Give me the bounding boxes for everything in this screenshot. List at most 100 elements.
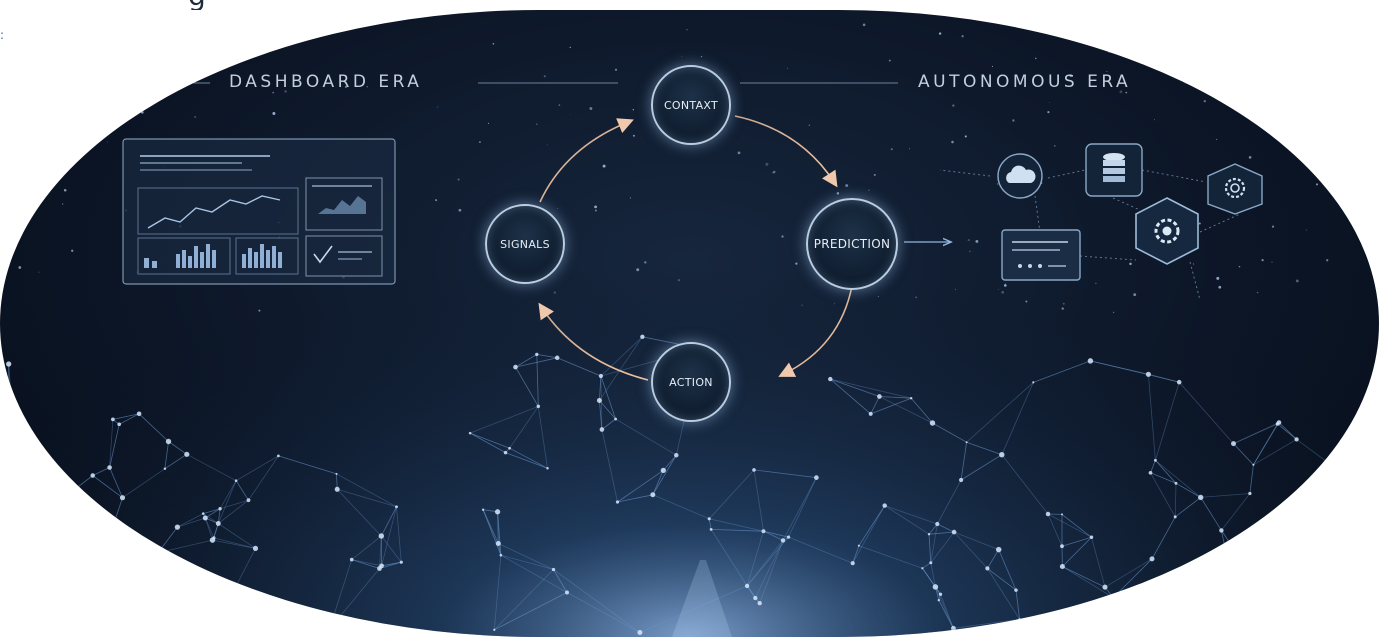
mesh-link [1282, 582, 1304, 637]
mesh-link [3, 414, 11, 450]
star [0, 58, 3, 61]
mesh-link [109, 419, 114, 468]
star [272, 91, 275, 94]
mesh-link [1175, 482, 1201, 498]
mesh-link [1227, 557, 1259, 575]
mesh-node [10, 412, 15, 417]
star [44, 70, 48, 74]
mesh-link [19, 512, 42, 522]
node-prediction: PREDICTION [806, 198, 898, 290]
mesh-link [600, 375, 603, 430]
mesh-link [42, 547, 57, 621]
mesh-link [248, 455, 279, 501]
settings-icon [1135, 197, 1199, 265]
star [1295, 279, 1299, 283]
mesh-link [1061, 536, 1092, 547]
star [594, 205, 597, 209]
mesh-link [1062, 537, 1092, 567]
mesh-link [711, 529, 764, 532]
star [964, 135, 967, 138]
star [1271, 225, 1275, 228]
mesh-node [41, 619, 45, 623]
mesh-node [929, 561, 933, 565]
mesh-link [7, 414, 13, 437]
star [786, 67, 789, 70]
mesh-node [1294, 437, 1299, 442]
mesh-link [1338, 470, 1357, 536]
mesh-link [922, 567, 936, 588]
mesh-link [497, 511, 499, 544]
mesh-link [922, 562, 932, 569]
star [140, 110, 144, 114]
mesh-node [184, 451, 190, 457]
mesh-link [746, 531, 764, 587]
mesh-link [1150, 460, 1156, 473]
star [457, 178, 460, 181]
star [1248, 156, 1252, 159]
mesh-node [995, 546, 1002, 553]
node-contaxt: CONTAXT [651, 65, 731, 145]
star [106, 141, 108, 143]
mesh-link [1151, 516, 1176, 560]
mesh-link [708, 518, 712, 530]
mesh-link [599, 400, 616, 420]
star [194, 115, 197, 118]
mesh-link [987, 568, 1020, 620]
mesh-link [351, 535, 382, 560]
mesh-link [930, 531, 955, 564]
star [1294, 137, 1297, 141]
mesh-link [336, 473, 397, 508]
mesh-link [91, 530, 112, 546]
mesh-link [8, 363, 13, 415]
star [1203, 100, 1206, 103]
mesh-link [1015, 590, 1020, 620]
mesh-link [536, 354, 558, 359]
mesh-link [50, 547, 57, 593]
mesh-link [168, 441, 188, 455]
mesh-node [1145, 371, 1151, 377]
mesh-node [6, 434, 10, 439]
mesh-node [495, 540, 501, 547]
mesh-link [599, 375, 602, 401]
star [772, 171, 774, 174]
mesh-link [1150, 472, 1176, 518]
mesh-node [494, 509, 501, 515]
node-action: ACTION [651, 342, 731, 422]
star [700, 55, 703, 58]
mesh-link [42, 572, 77, 621]
mesh-link [41, 520, 57, 549]
light-beam [672, 560, 732, 637]
mesh-link [42, 592, 52, 621]
mesh-link [1090, 360, 1149, 375]
mesh-link [177, 513, 204, 528]
mesh-link [337, 488, 397, 508]
mesh-link [599, 336, 643, 401]
mesh-node [165, 438, 172, 445]
mesh-link [928, 523, 938, 535]
mesh-link [1302, 569, 1325, 583]
mesh-link [1351, 482, 1357, 536]
mesh-node [0, 495, 6, 501]
star [1025, 300, 1028, 303]
mesh-link [617, 470, 664, 503]
mesh-link [763, 530, 784, 541]
mesh-node [399, 560, 403, 564]
mesh-node [599, 427, 605, 432]
star [961, 35, 964, 38]
star [1190, 67, 1193, 71]
mesh-link [1001, 382, 1034, 455]
mesh-link [930, 523, 938, 563]
mesh-node [503, 450, 508, 455]
mesh-link [7, 414, 11, 437]
mesh-link [710, 529, 748, 587]
mesh-node [761, 529, 766, 534]
mesh-node [1153, 458, 1157, 462]
mesh-link [515, 354, 538, 368]
mesh-link [879, 396, 912, 399]
mesh-link [960, 442, 967, 481]
mesh-link [203, 508, 221, 514]
mesh-link [164, 453, 188, 470]
mesh-node [379, 563, 384, 569]
mesh-link [213, 537, 256, 549]
mesh-node [215, 521, 221, 526]
